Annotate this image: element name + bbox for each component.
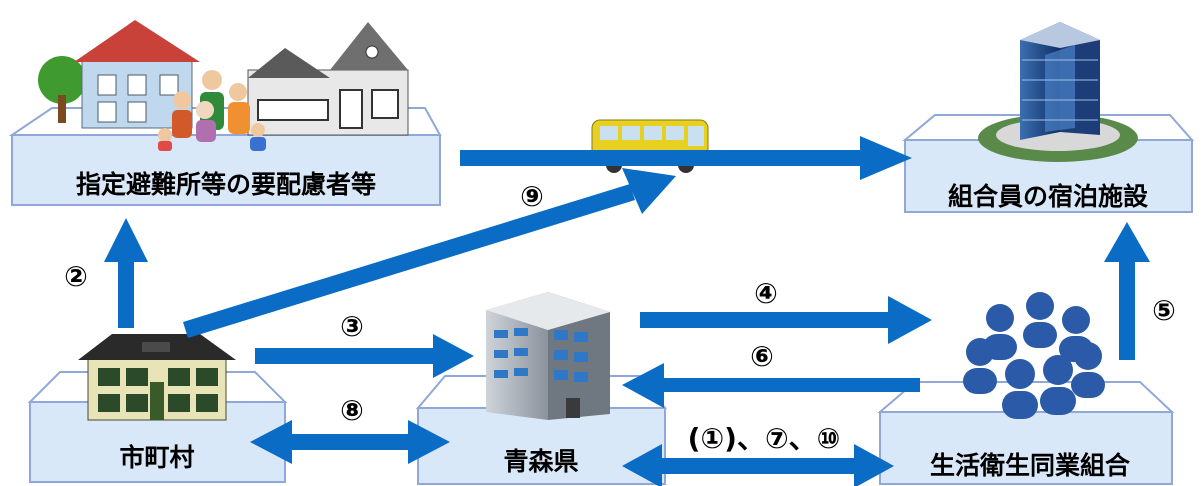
- arrow-4: [640, 312, 890, 328]
- city-hall-illustration: [78, 334, 236, 421]
- arrow-1-7-10: [660, 458, 856, 474]
- arrow-8: [290, 434, 410, 450]
- label-evacuees: 指定避難所等の要配慮者等: [76, 170, 376, 199]
- label-lodging: 組合員の宿泊施設: [948, 182, 1149, 211]
- step-6: ⑥: [750, 340, 774, 373]
- label-municipality: 市町村: [119, 443, 194, 472]
- step-4: ④: [754, 277, 778, 310]
- step-5: ⑤: [1152, 294, 1176, 327]
- arrow-3: [255, 348, 435, 364]
- step-9: ⑨: [520, 180, 544, 213]
- people-group-illustration: [963, 292, 1105, 419]
- arrow-transport: [460, 150, 860, 166]
- step-8: ⑧: [340, 394, 364, 427]
- arrow-6: [662, 378, 920, 392]
- arrow-5: [1119, 262, 1135, 360]
- arrow-9: [183, 184, 635, 338]
- office-building-illustration: [486, 292, 610, 420]
- label-prefecture: 青森県: [503, 447, 578, 476]
- step-3: ③: [340, 310, 364, 343]
- step-2: ②: [64, 260, 88, 293]
- arrows: [104, 136, 1150, 486]
- step-1-7-10: (①)、⑦、⑩: [688, 422, 841, 455]
- hotel-illustration: [978, 22, 1138, 162]
- label-union: 生活衛生同業組合: [930, 451, 1131, 480]
- arrow-2: [118, 262, 134, 328]
- houses-family-illustration: [38, 20, 409, 151]
